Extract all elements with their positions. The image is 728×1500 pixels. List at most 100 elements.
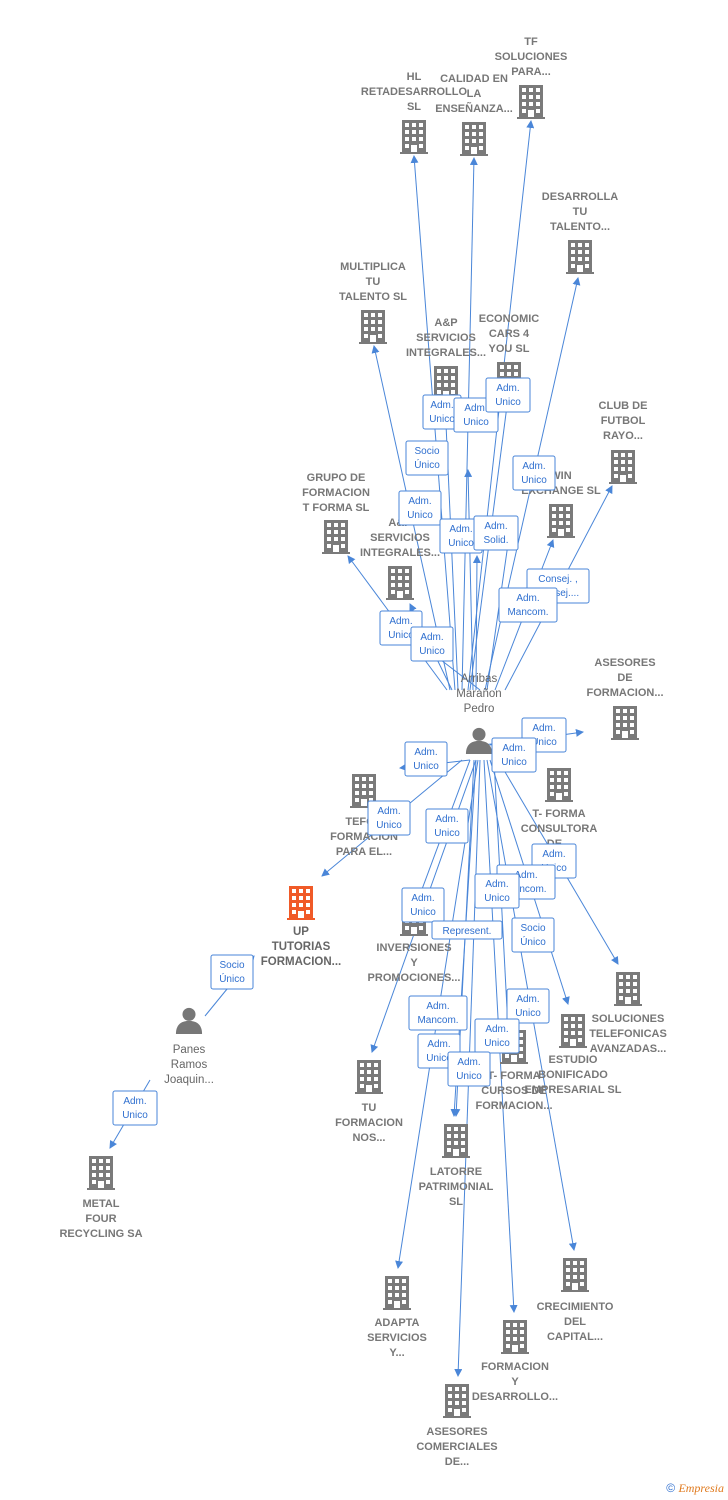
relationship-label-box bbox=[210, 954, 254, 990]
relationship-label[interactable]: Adm.Unico bbox=[474, 1018, 520, 1054]
node-label-line: Panes bbox=[173, 1044, 206, 1056]
node-label-line: PATRIMONIAL bbox=[419, 1181, 494, 1193]
node-label-line: FOUR bbox=[85, 1213, 116, 1225]
relationship-label-box bbox=[408, 995, 468, 1031]
relationship-label-line: Unico bbox=[515, 1008, 541, 1019]
relationship-label[interactable]: Adm.Unico bbox=[112, 1090, 158, 1126]
relationship-label-line: Adm. bbox=[426, 1001, 449, 1012]
node-label-line: INTEGRALES... bbox=[360, 547, 440, 559]
relationship-label[interactable]: Adm.Solid. bbox=[473, 515, 519, 551]
relationship-label[interactable]: Adm.Unico bbox=[425, 808, 469, 844]
node-label-line: Pedro bbox=[464, 703, 495, 715]
relationship-label[interactable]: Adm.Unico bbox=[512, 455, 556, 491]
relationship-label-box bbox=[401, 887, 445, 923]
node-label-line: RAYO... bbox=[603, 430, 643, 442]
relationship-label-line: Mancom. bbox=[505, 884, 546, 895]
relationship-label[interactable]: Adm.Unico bbox=[447, 1051, 491, 1087]
relationship-label[interactable]: Adm.Unico bbox=[410, 626, 454, 662]
relationship-label[interactable]: Adm.Mancom. bbox=[498, 587, 558, 623]
node-label-line: DESARROLLO... bbox=[472, 1391, 558, 1403]
relationship-label[interactable]: Adm.Unico bbox=[491, 737, 537, 773]
relationship-label[interactable]: Adm.Unico bbox=[474, 873, 520, 909]
relationship-label[interactable]: Adm.Mancom. bbox=[408, 995, 468, 1031]
relationship-label-box bbox=[410, 626, 454, 662]
node-label-line: Ramos bbox=[171, 1059, 208, 1071]
node-label-line: TU bbox=[573, 206, 588, 218]
node-label-line: CONSULTORA bbox=[521, 823, 598, 835]
relationship-label-box bbox=[498, 587, 558, 623]
building-icon bbox=[559, 1014, 587, 1048]
relationship-label-text: Adm.Unico bbox=[376, 806, 402, 831]
relationship-label-line: Unico bbox=[429, 414, 455, 425]
node-label-line: FORMACION... bbox=[476, 1100, 553, 1112]
relationship-label[interactable]: Adm.Unico bbox=[506, 988, 550, 1024]
node-label-line: DEL bbox=[564, 1316, 586, 1328]
relationship-label[interactable]: Adm.Unico bbox=[401, 887, 445, 923]
relationship-label-line: Adm. bbox=[485, 1024, 508, 1035]
relationship-label-line: Unico bbox=[531, 737, 557, 748]
relationship-label[interactable]: Adm.Unico bbox=[367, 800, 411, 836]
relationship-label-line: Único bbox=[520, 935, 546, 948]
node-label-line: SOLUCIONES bbox=[495, 51, 568, 63]
building-icon bbox=[443, 1384, 471, 1418]
relationship-label[interactable]: Adm.Unico bbox=[404, 741, 448, 777]
node-label-line: ESTUDIO bbox=[549, 1054, 598, 1066]
relationship-label-line: Adm. bbox=[542, 849, 565, 860]
relationship-label-line: Adm. bbox=[420, 632, 443, 643]
node-label-line: T- FORMA bbox=[487, 1070, 540, 1082]
building-icon bbox=[611, 706, 639, 740]
relationship-label[interactable]: Adm.Unico bbox=[485, 377, 531, 413]
node-label-line: Joaquin... bbox=[164, 1074, 214, 1086]
node-tforma[interactable]: T- FORMACONSULTORADE... bbox=[521, 768, 598, 850]
relationship-label-line: Adm. bbox=[532, 723, 555, 734]
relationship-label-box bbox=[112, 1090, 158, 1126]
node-label-line: Y bbox=[511, 1376, 519, 1388]
relationship-label-line: Unico bbox=[463, 417, 489, 428]
relationship-label[interactable]: Represent. bbox=[431, 920, 503, 940]
node-ap2[interactable]: A&PSERVICIOSINTEGRALES... bbox=[360, 517, 440, 600]
node-label-line: TALENTO SL bbox=[339, 291, 407, 303]
relationship-label[interactable]: Adm.Unico bbox=[398, 490, 442, 526]
node-label-line: ADAPTA bbox=[374, 1317, 419, 1329]
relationship-label-line: Adm. bbox=[123, 1096, 146, 1107]
building-icon bbox=[460, 122, 488, 156]
node-label-line: Marañon bbox=[456, 688, 501, 700]
building-icon bbox=[355, 1060, 383, 1094]
relationship-label-line: Socio bbox=[414, 446, 439, 457]
relationship-label-line: Adm. bbox=[435, 814, 458, 825]
